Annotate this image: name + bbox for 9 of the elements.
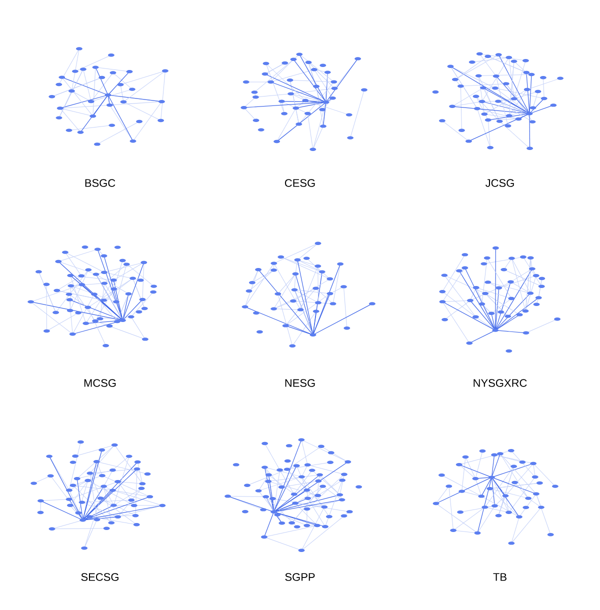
panel-label: CESG	[284, 179, 315, 187]
panel-label: NYSGXRC	[474, 379, 527, 387]
panel-label: JCSG	[486, 179, 514, 187]
panel-label: TB	[493, 573, 506, 581]
panel-label: MCSG	[84, 379, 116, 387]
panel-label: BSGC	[85, 179, 116, 187]
panel-label: SECSG	[81, 573, 118, 581]
panel-label: SGPP	[285, 573, 315, 581]
panel-label: NESG	[285, 379, 315, 387]
